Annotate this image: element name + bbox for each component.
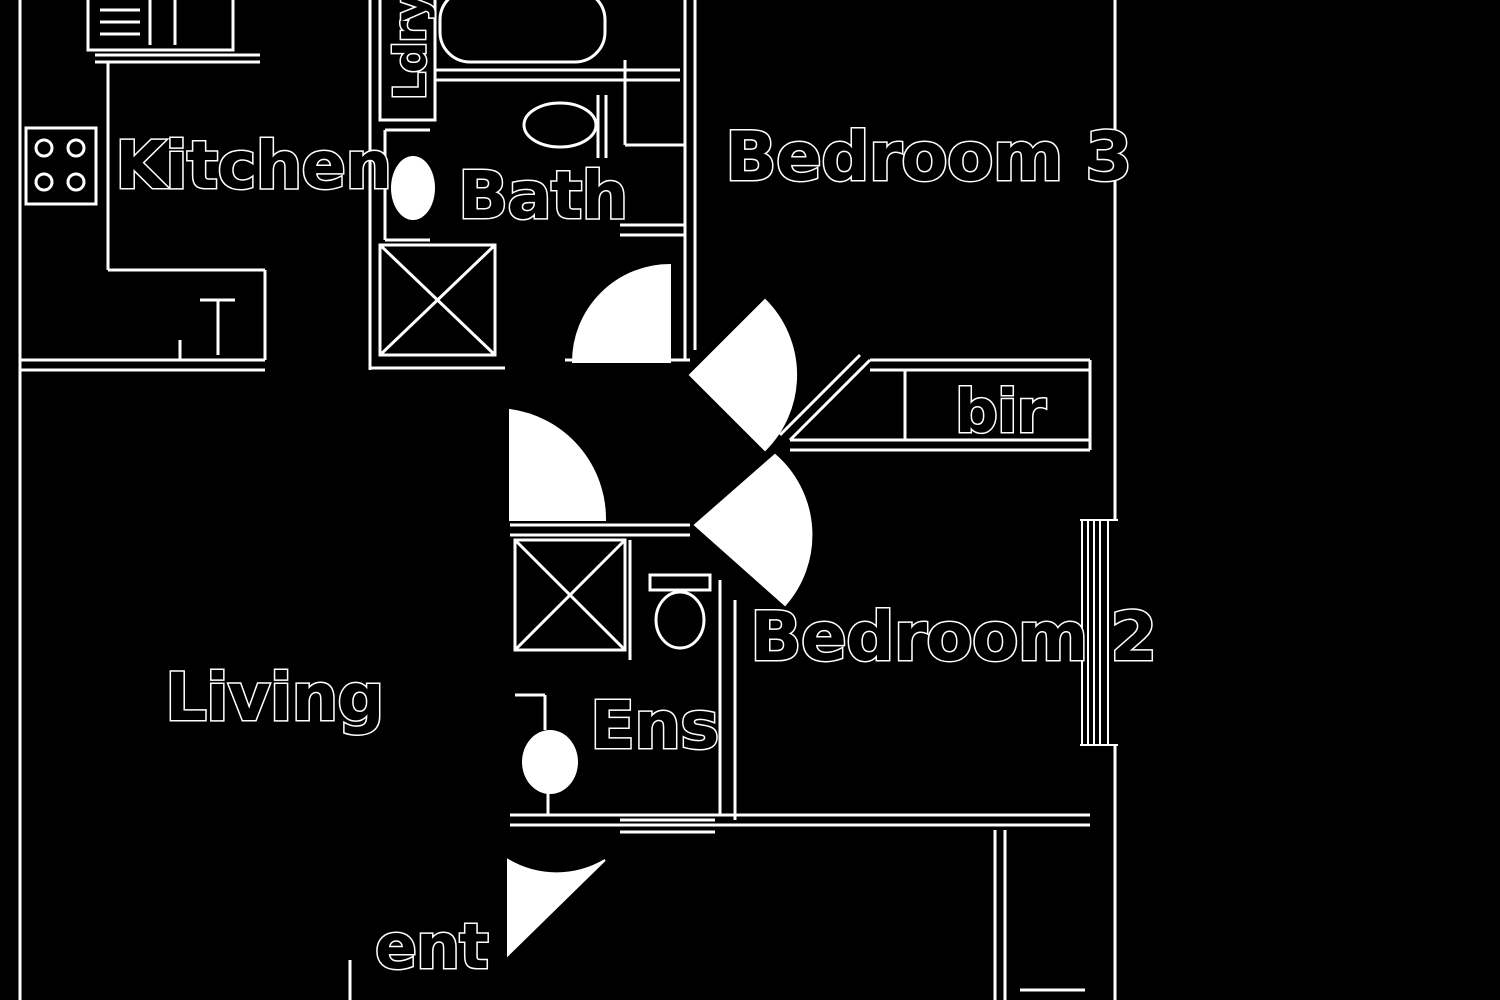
ens-toilet-icon xyxy=(522,730,578,794)
cooktop-icon xyxy=(24,126,98,206)
wm-area xyxy=(378,0,437,122)
label-entry: ent xyxy=(375,910,488,983)
bath-fittings xyxy=(378,0,685,357)
bir-wall-diagonal-inner xyxy=(778,353,862,437)
door-entry xyxy=(507,858,606,958)
window-bedroom2 xyxy=(1080,519,1118,746)
bath-toilet-icon xyxy=(391,156,435,220)
label-ens: Ens xyxy=(590,687,718,764)
label-bedroom2: Bedroom 2 xyxy=(750,598,1156,677)
bath-shower-icon xyxy=(378,243,497,357)
door-ens-top xyxy=(509,408,607,521)
label-ldry: Ldry xyxy=(385,0,436,100)
ens-shower-icon xyxy=(513,538,627,652)
door-bedroom2 xyxy=(693,453,813,607)
kitchen-fittings xyxy=(24,0,267,360)
label-bedroom3: Bedroom 3 xyxy=(725,118,1131,197)
door-bath xyxy=(571,263,671,363)
label-kitchen: Kitchen xyxy=(115,127,391,204)
ens-basin-top xyxy=(648,573,712,592)
doors xyxy=(507,263,813,958)
basin-icon xyxy=(522,101,598,149)
fridge-icon xyxy=(86,0,235,52)
walls xyxy=(18,0,1117,1000)
ens-fittings xyxy=(513,538,715,834)
label-bir: bir xyxy=(955,377,1047,447)
ens-basin-icon xyxy=(654,590,706,650)
door-bedroom3 xyxy=(688,298,798,452)
label-bath: Bath xyxy=(458,157,627,234)
bathtub-icon xyxy=(438,0,607,64)
bir-wall-diagonal xyxy=(788,358,872,442)
label-living: Living xyxy=(165,659,384,736)
